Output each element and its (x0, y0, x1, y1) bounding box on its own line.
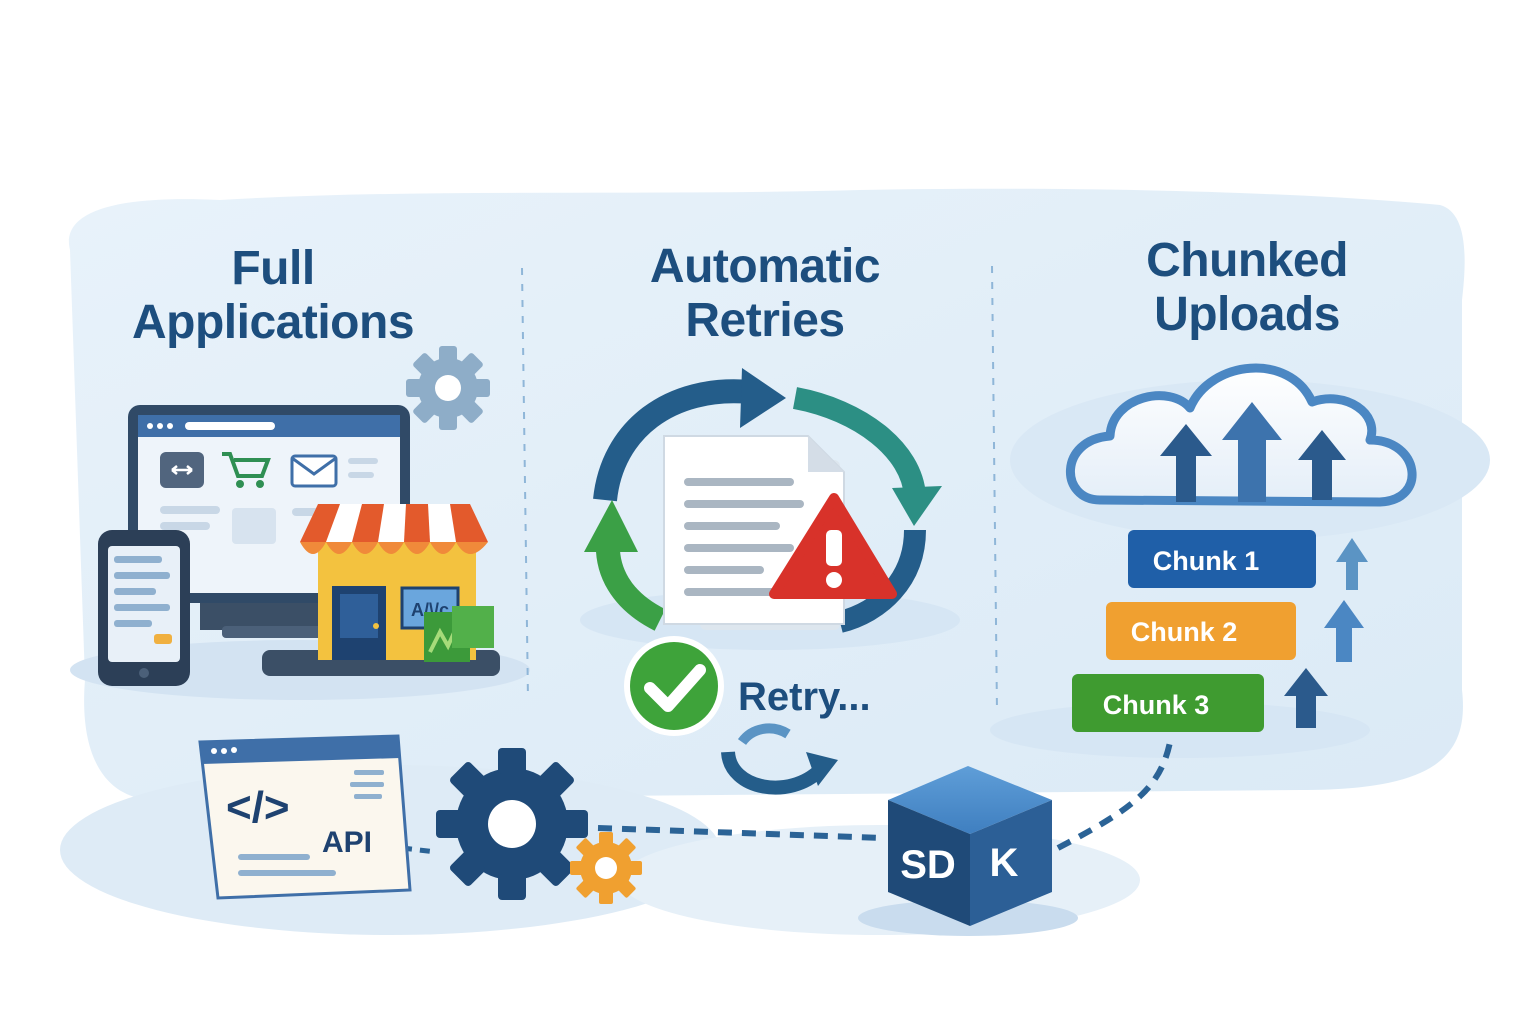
chunk-1-block: Chunk 1 (1128, 530, 1316, 588)
gear-icon-small (570, 832, 642, 904)
phone-icon (98, 530, 190, 686)
warning-icon (769, 493, 897, 599)
title-line: Uploads (1154, 288, 1340, 341)
title-line: Automatic (649, 240, 881, 293)
check-circle-icon (624, 636, 724, 736)
title-line: Full (231, 242, 315, 295)
api-code-window: </> API (198, 734, 412, 900)
sdk-cube-icon: SD K (858, 766, 1078, 936)
separator-line-2 (991, 265, 998, 713)
cloud-upload-icon (1065, 363, 1417, 507)
sdk-label-right: K (990, 841, 1019, 885)
title-line: Retries (685, 294, 845, 347)
mail-icon (290, 454, 338, 488)
title-line: Chunked (1146, 234, 1348, 287)
api-label: API (322, 826, 372, 859)
retry-status-text: Retry... (738, 675, 871, 719)
gear-icon-decorative (406, 346, 490, 430)
shopping-cart-icon (222, 452, 271, 488)
chunk-2-block: Chunk 2 (1106, 602, 1296, 660)
chunk-2-label: Chunk 2 (1131, 617, 1238, 647)
upload-arrow-icons (1284, 538, 1368, 728)
chunk-1-label: Chunk 1 (1153, 546, 1260, 576)
section-title-chunked-uploads: Chunked Uploads (1092, 234, 1402, 342)
title-line: Applications (131, 296, 415, 349)
gear-icon-large (436, 748, 588, 900)
chunk-3-block: Chunk 3 (1072, 674, 1264, 732)
storefront-icon: A/\/c (262, 504, 500, 676)
connector-sdk-chunks (1056, 741, 1173, 851)
sdk-label-left: SD (900, 843, 956, 887)
section-title-automatic-retries: Automatic Retries (610, 240, 920, 348)
retry-spinner-icon (721, 723, 838, 795)
chunk-3-label: Chunk 3 (1103, 690, 1210, 720)
section-title-full-applications: Full Applications (118, 242, 428, 350)
code-symbol: </> (226, 783, 290, 832)
